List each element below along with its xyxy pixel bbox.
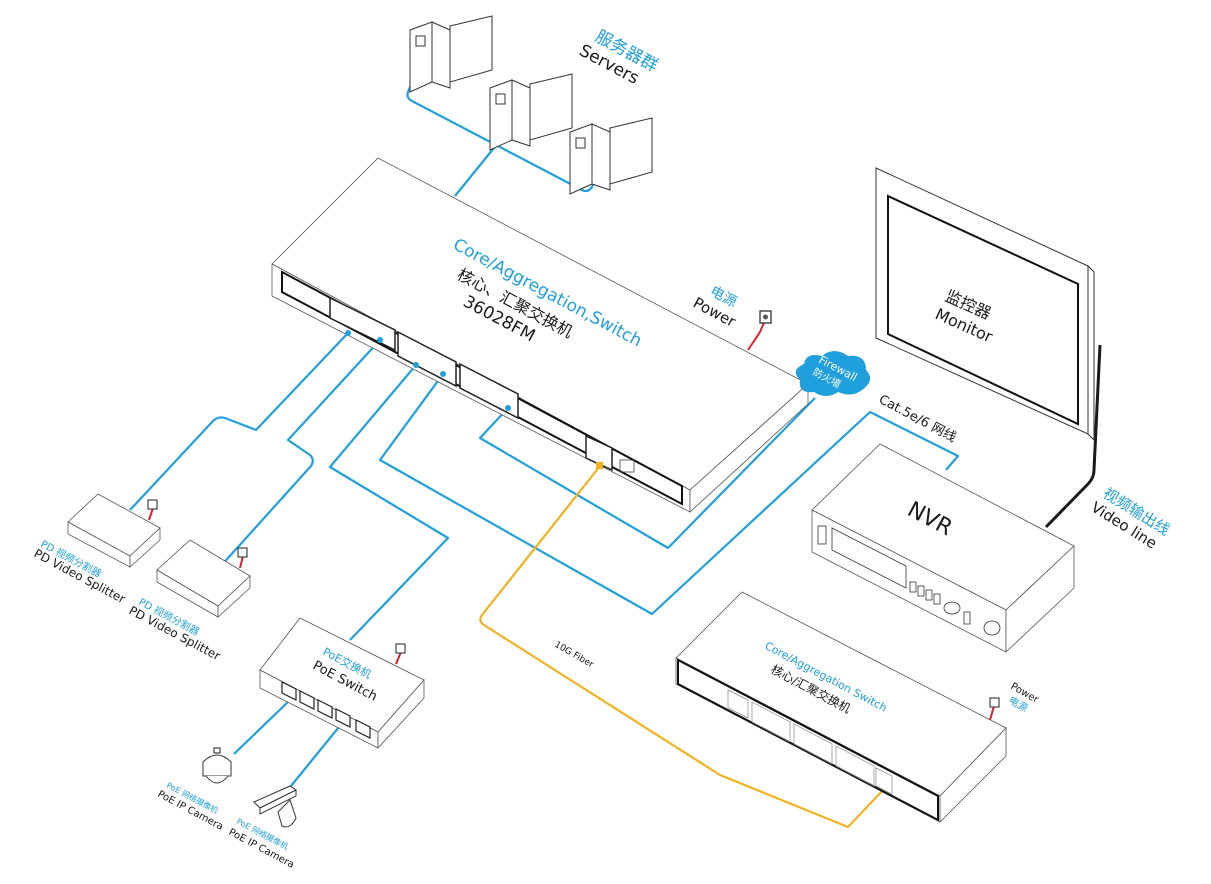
splitter-2[interactable]: PD 视频分割器 PD Video Splitter bbox=[127, 539, 251, 663]
fiber-label: 10G Fiber bbox=[553, 640, 596, 670]
nvr-buttons bbox=[909, 581, 1001, 636]
monitor[interactable]: 监控器 Monitor bbox=[875, 167, 1095, 442]
agg-switch-ports bbox=[727, 689, 893, 795]
nvr-side bbox=[1005, 545, 1075, 653]
core-switch-port-block-3 bbox=[459, 362, 519, 420]
nvr[interactable]: NVR bbox=[811, 443, 1075, 653]
server-1[interactable] bbox=[409, 15, 493, 93]
poe-switch-uplink-cable bbox=[328, 364, 450, 641]
splitter1-cable bbox=[129, 332, 349, 511]
core-switch-sfp-block bbox=[585, 434, 635, 473]
server-2[interactable] bbox=[489, 73, 573, 151]
cables bbox=[129, 81, 1102, 829]
nvr-loop-cable bbox=[378, 373, 960, 616]
server-3[interactable] bbox=[569, 117, 653, 195]
dome-camera-icon bbox=[202, 754, 232, 777]
fiber-connector bbox=[596, 462, 603, 469]
power-socket-icon bbox=[395, 643, 406, 654]
cat-cable-label: Cat.5e/6 网线 bbox=[876, 392, 958, 445]
monitor-screen bbox=[887, 194, 1079, 426]
camera-bullet[interactable]: PoE 网络摄像机 PoE IP Camera bbox=[227, 785, 297, 871]
port-connectors bbox=[345, 330, 511, 411]
bullet-camera-cable bbox=[290, 721, 344, 787]
fiber-cable bbox=[479, 465, 886, 829]
splitter2-cable bbox=[209, 339, 381, 579]
power-socket-icon bbox=[237, 547, 248, 558]
core-switch-side bbox=[689, 383, 809, 513]
agg-switch-side bbox=[939, 727, 1007, 823]
dome-camera-cable bbox=[233, 699, 291, 755]
power-socket-icon bbox=[147, 499, 158, 510]
firewall[interactable]: Firewall 防火墙 bbox=[795, 351, 871, 396]
splitter-2-label-en: PD Video Splitter bbox=[127, 603, 223, 663]
agg-switch[interactable]: Core/Aggregation Switch 核心/汇聚交换机 bbox=[675, 591, 1007, 823]
firewall-cable bbox=[478, 397, 816, 550]
splitter-1[interactable]: PD 视频分割器 PD Video Splitter bbox=[32, 493, 161, 606]
poe-switch[interactable]: PoE交换机 PoE Switch bbox=[259, 617, 425, 750]
poe-switch-ports bbox=[281, 681, 371, 739]
core-switch-port-block-1 bbox=[329, 296, 396, 352]
servers-group: 服务器群 Servers bbox=[409, 15, 661, 195]
cloud-icon bbox=[795, 351, 871, 396]
core-switch[interactable]: Core/Aggregation,Switch 核心、汇聚交换机 36028FM bbox=[271, 157, 809, 513]
power-socket-icon bbox=[989, 697, 1000, 708]
camera-dome[interactable]: PoE 网络摄像机 PoE IP Camera bbox=[156, 747, 232, 833]
video-line-cable bbox=[1044, 344, 1102, 529]
